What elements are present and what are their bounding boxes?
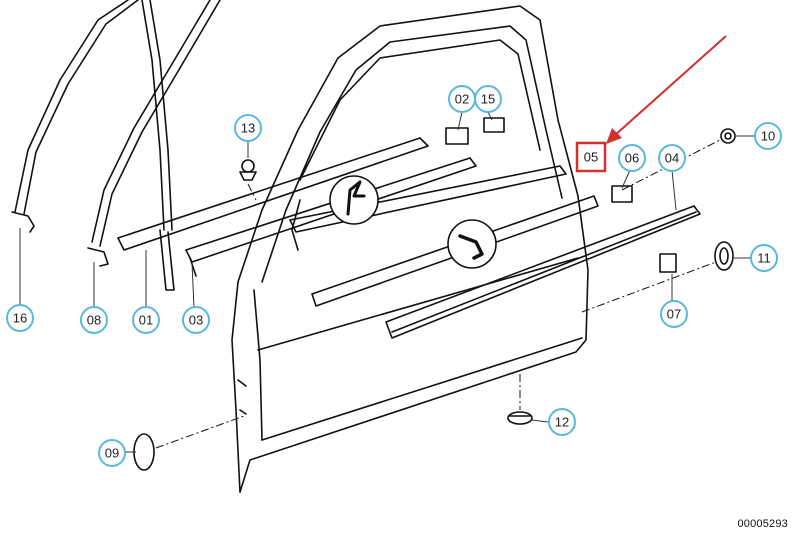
callout-13[interactable]: 13: [234, 114, 262, 142]
callout-10-label: 10: [761, 129, 775, 144]
callout-10-shape: [754, 122, 782, 150]
callout-05-shape: [575, 141, 607, 173]
callout-09-label: 09: [105, 446, 119, 461]
callout-12-shape: [548, 408, 576, 436]
assembly-lines: [155, 139, 721, 449]
callout-08-label: 08: [87, 313, 101, 328]
callout-01[interactable]: 01: [132, 306, 160, 334]
callout-03[interactable]: 03: [182, 306, 210, 334]
clip-02: [445, 127, 469, 145]
window-frame-rail-08: [87, 0, 221, 267]
callout-04-shape: [658, 144, 686, 172]
belt-strip-03: [185, 157, 477, 277]
callout-04-label: 04: [665, 151, 679, 166]
clip-15: [483, 117, 505, 133]
callout-12-label: 12: [555, 415, 569, 430]
callout-layer: 01 02 03 04 05 06 07 08 09 10 11 12 13 15 16: [6, 85, 782, 467]
callout-07-shape: [660, 300, 688, 328]
callout-06[interactable]: 06: [618, 144, 646, 172]
callout-16-shape: [6, 304, 34, 332]
callout-11-label: 11: [757, 251, 771, 266]
callout-02[interactable]: 02: [448, 85, 476, 113]
highlight-arrow: [606, 35, 727, 144]
callout-01-shape: [132, 306, 160, 334]
callout-09[interactable]: 09: [98, 439, 126, 467]
callout-02-label: 02: [455, 92, 469, 107]
callout-07-label: 07: [667, 307, 681, 322]
drawing-number: 00005293: [737, 518, 788, 530]
callout-13-label: 13: [241, 121, 255, 136]
callout-15[interactable]: 15: [474, 85, 502, 113]
leader-lines: [19, 111, 756, 453]
callout-06-label: 06: [625, 151, 639, 166]
plug-12: [507, 411, 533, 425]
clip-06: [611, 185, 633, 203]
inner-strip: [289, 165, 567, 233]
callout-01-label: 01: [139, 313, 153, 328]
window-opening: [299, 39, 541, 181]
callout-13-shape: [234, 114, 262, 142]
section-detail-upper: [329, 175, 379, 225]
callout-15-label: 15: [481, 92, 495, 107]
callout-09-shape: [98, 439, 126, 467]
callout-11-shape: [750, 244, 778, 272]
callout-12[interactable]: 12: [548, 408, 576, 436]
screw-13: [239, 159, 257, 181]
window-frame-rail-16: [11, 0, 173, 233]
callout-08-shape: [80, 306, 108, 334]
grommet-11: [714, 241, 734, 271]
plug-09: [133, 433, 155, 471]
clip-07: [659, 253, 677, 273]
callout-10[interactable]: 10: [754, 122, 782, 150]
belt-strip-01: [117, 137, 429, 251]
callout-05-label: 05: [584, 150, 598, 165]
callout-03-shape: [182, 306, 210, 334]
callout-08[interactable]: 08: [80, 306, 108, 334]
molding-strip-05: [311, 195, 599, 307]
callout-06-shape: [618, 144, 646, 172]
callout-15-shape: [474, 85, 502, 113]
callout-05[interactable]: 05: [575, 141, 607, 173]
callout-16[interactable]: 16: [6, 304, 34, 332]
door-shell: [231, 5, 589, 493]
rail-end-01: [159, 229, 175, 291]
section-detail-lower: [447, 219, 497, 269]
callout-04[interactable]: 04: [658, 144, 686, 172]
molding-strip-04: [385, 205, 701, 339]
callout-03-label: 03: [189, 313, 203, 328]
callout-16-label: 16: [13, 311, 27, 326]
nut-10: [720, 128, 736, 144]
callout-07[interactable]: 07: [660, 300, 688, 328]
callout-11[interactable]: 11: [750, 244, 778, 272]
